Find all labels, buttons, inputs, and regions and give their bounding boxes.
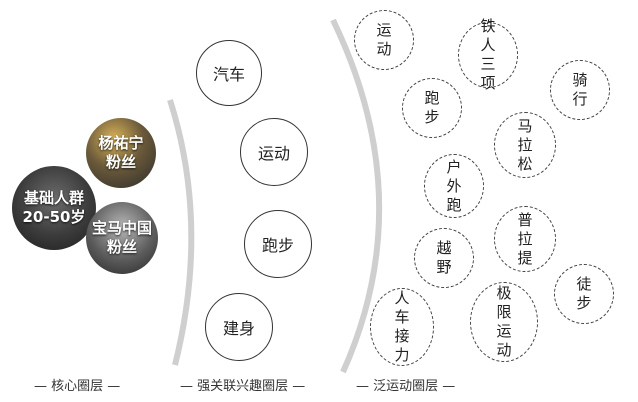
strong-node-car: 汽车	[196, 40, 262, 106]
core-layer-label: — 核心圈层 —	[34, 379, 121, 394]
strong-layer-label: — 强关联兴趣圈层 —	[180, 379, 306, 394]
broad-node-running: 跑 步	[402, 78, 462, 138]
strong-node-fitness: 建身	[205, 293, 273, 361]
core-node-fans-yang: 杨祐宁 粉丝	[86, 118, 156, 188]
broad-node-triathlon: 铁 人 三 项	[458, 17, 518, 92]
broad-node-extreme-sports: 极 限 运 动	[470, 282, 538, 362]
broad-node-sports: 运 动	[354, 10, 414, 70]
strong-node-sports: 运动	[240, 118, 308, 186]
broad-node-cross-country: 越 野	[414, 228, 474, 288]
core-layer-arc	[167, 99, 195, 366]
strong-node-running: 跑步	[244, 210, 312, 278]
broad-layer-label: — 泛运动圈层 —	[356, 379, 456, 394]
core-node-label: 宝马中国 粉丝	[91, 219, 152, 256]
core-node-label: 杨祐宁 粉丝	[98, 134, 144, 171]
broad-node-relay: 人 车 接 力	[370, 288, 434, 366]
broad-node-hiking: 徒 步	[554, 264, 614, 324]
broad-node-pilates: 普 拉 提	[494, 206, 556, 272]
strong-layer-arc	[330, 18, 383, 374]
core-node-label: 基础人群 20-50岁	[22, 189, 86, 226]
core-node-fans-bmw: 宝马中国 粉丝	[86, 202, 158, 274]
core-node-base-population: 基础人群 20-50岁	[12, 166, 96, 250]
broad-node-cycling: 骑 行	[550, 60, 610, 120]
broad-node-outdoor-running: 户 外 跑	[424, 154, 484, 218]
broad-node-marathon: 马 拉 松	[494, 112, 556, 178]
